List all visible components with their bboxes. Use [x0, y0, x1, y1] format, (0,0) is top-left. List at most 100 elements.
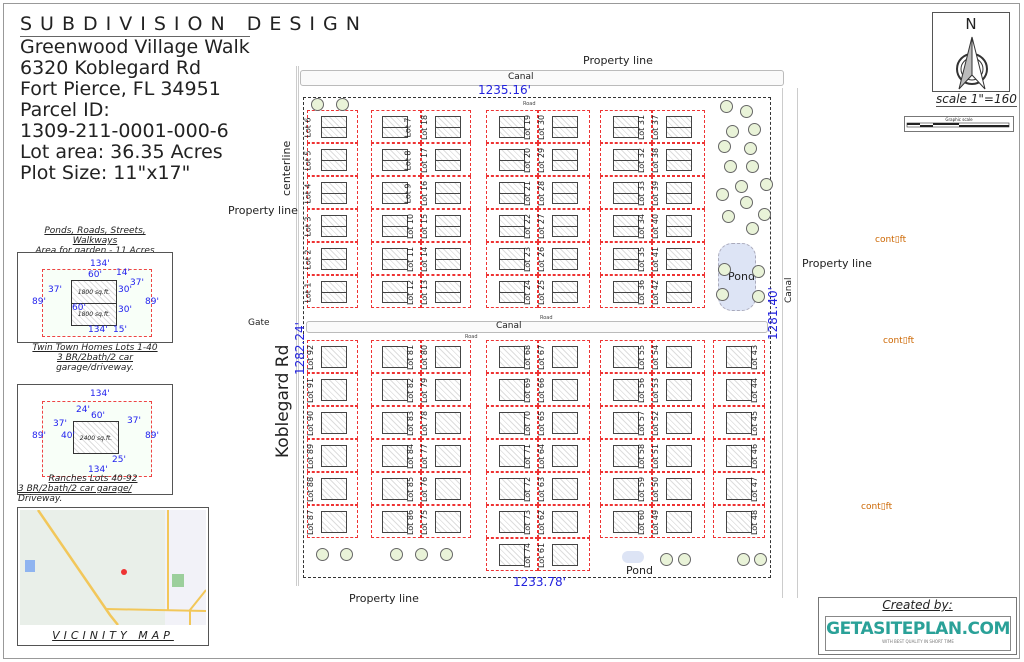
project-name: Greenwood Village Walk	[20, 36, 250, 58]
lot-label: Lot 88	[306, 476, 316, 503]
lot[interactable]: Lot 72	[486, 472, 538, 505]
lot[interactable]: Lot 73	[486, 505, 538, 538]
lot[interactable]: Lot 75	[420, 505, 471, 538]
lot[interactable]: Lot 35	[600, 242, 652, 275]
lot[interactable]: Lot 6	[303, 110, 358, 143]
lot-label: Lot 49	[651, 509, 661, 536]
lot[interactable]: Lot 29	[537, 143, 590, 176]
lot[interactable]: Lot 30	[537, 110, 590, 143]
lot[interactable]: Lot 8	[371, 143, 421, 176]
lot[interactable]: Lot 54	[651, 340, 705, 373]
lot[interactable]: Lot 14	[420, 242, 471, 275]
lot[interactable]: Lot 64	[537, 439, 590, 472]
lot[interactable]: Lot 57	[600, 406, 652, 439]
lot[interactable]: Lot 5	[303, 143, 358, 176]
lot[interactable]: Lot 17	[420, 143, 471, 176]
lot-label: Lot 25	[537, 279, 547, 306]
lot[interactable]: Lot 7	[371, 110, 421, 143]
lot[interactable]: Lot 50	[651, 472, 705, 505]
lot[interactable]: Lot 88	[306, 472, 358, 505]
lot[interactable]: Lot 51	[651, 439, 705, 472]
lot[interactable]: Lot 69	[486, 373, 538, 406]
lot[interactable]: Lot 20	[486, 143, 538, 176]
lot[interactable]: Lot 16	[420, 176, 471, 209]
lot-label: Lot 68	[523, 344, 533, 371]
lot[interactable]: Lot 12	[371, 275, 421, 308]
lot[interactable]: Lot 60	[600, 505, 652, 538]
lot[interactable]: Lot 81	[371, 340, 421, 373]
lot[interactable]: Lot 62	[537, 505, 590, 538]
lot[interactable]: Lot 74	[486, 538, 538, 571]
lot[interactable]: Lot 86	[371, 505, 421, 538]
lot[interactable]: Lot 48	[713, 505, 765, 538]
lot[interactable]: Lot 61	[537, 538, 590, 571]
plot-size: Plot Size: 11"x17"	[20, 162, 191, 184]
lot[interactable]: Lot 11	[371, 242, 421, 275]
lot[interactable]: Lot 37	[651, 110, 705, 143]
lot[interactable]: Lot 58	[600, 439, 652, 472]
lot[interactable]: Lot 55	[600, 340, 652, 373]
lot[interactable]: Lot 80	[420, 340, 471, 373]
lot[interactable]: Lot 85	[371, 472, 421, 505]
lot[interactable]: Lot 78	[420, 406, 471, 439]
lot[interactable]: Lot 25	[537, 275, 590, 308]
lot[interactable]: Lot 84	[371, 439, 421, 472]
lot[interactable]: Lot 49	[651, 505, 705, 538]
lot[interactable]: Lot 42	[651, 275, 705, 308]
lot[interactable]: Lot 70	[486, 406, 538, 439]
lot[interactable]: Lot 31	[600, 110, 652, 143]
lot[interactable]: Lot 2	[303, 242, 358, 275]
lot[interactable]: Lot 79	[420, 373, 471, 406]
lot[interactable]: Lot 32	[600, 143, 652, 176]
lot[interactable]: Lot 27	[537, 209, 590, 242]
lot[interactable]: Lot 83	[371, 406, 421, 439]
lot[interactable]: Lot 67	[537, 340, 590, 373]
house-footprint	[321, 116, 347, 138]
lot[interactable]: Lot 40	[651, 209, 705, 242]
lot[interactable]: Lot 19	[486, 110, 538, 143]
lot[interactable]: Lot 71	[486, 439, 538, 472]
lot[interactable]: Lot 91	[306, 373, 358, 406]
lot[interactable]: Lot 41	[651, 242, 705, 275]
lot[interactable]: Lot 89	[306, 439, 358, 472]
lot[interactable]: Lot 66	[537, 373, 590, 406]
lot[interactable]: Lot 77	[420, 439, 471, 472]
lot[interactable]: Lot 4	[303, 176, 358, 209]
lot[interactable]: Lot 33	[600, 176, 652, 209]
lot[interactable]: Lot 22	[486, 209, 538, 242]
lot[interactable]: Lot 47	[713, 472, 765, 505]
lot[interactable]: Lot 39	[651, 176, 705, 209]
lot[interactable]: Lot 18	[420, 110, 471, 143]
lot[interactable]: Lot 21	[486, 176, 538, 209]
lot[interactable]: Lot 36	[600, 275, 652, 308]
lot[interactable]: Lot 38	[651, 143, 705, 176]
lot[interactable]: Lot 68	[486, 340, 538, 373]
lot[interactable]: Lot 26	[537, 242, 590, 275]
lot[interactable]: Lot 87	[306, 505, 358, 538]
lot[interactable]: Lot 23	[486, 242, 538, 275]
lot[interactable]: Lot 1	[303, 275, 358, 308]
lot[interactable]: Lot 76	[420, 472, 471, 505]
lot[interactable]: Lot 13	[420, 275, 471, 308]
lot[interactable]: Lot 59	[600, 472, 652, 505]
lot[interactable]: Lot 34	[600, 209, 652, 242]
lot[interactable]: Lot 10	[371, 209, 421, 242]
lot[interactable]: Lot 43	[713, 340, 765, 373]
lot[interactable]: Lot 9	[371, 176, 421, 209]
lot[interactable]: Lot 44	[713, 373, 765, 406]
lot[interactable]: Lot 3	[303, 209, 358, 242]
lot[interactable]: Lot 90	[306, 406, 358, 439]
lot[interactable]: Lot 92	[306, 340, 358, 373]
lot[interactable]: Lot 65	[537, 406, 590, 439]
lot[interactable]: Lot 82	[371, 373, 421, 406]
lot[interactable]: Lot 15	[420, 209, 471, 242]
lot[interactable]: Lot 46	[713, 439, 765, 472]
lot[interactable]: Lot 24	[486, 275, 538, 308]
lot-label: Lot 45	[750, 410, 760, 437]
lot[interactable]: Lot 56	[600, 373, 652, 406]
lot[interactable]: Lot 45	[713, 406, 765, 439]
lot[interactable]: Lot 28	[537, 176, 590, 209]
lot[interactable]: Lot 53	[651, 373, 705, 406]
lot[interactable]: Lot 63	[537, 472, 590, 505]
lot[interactable]: Lot 52	[651, 406, 705, 439]
